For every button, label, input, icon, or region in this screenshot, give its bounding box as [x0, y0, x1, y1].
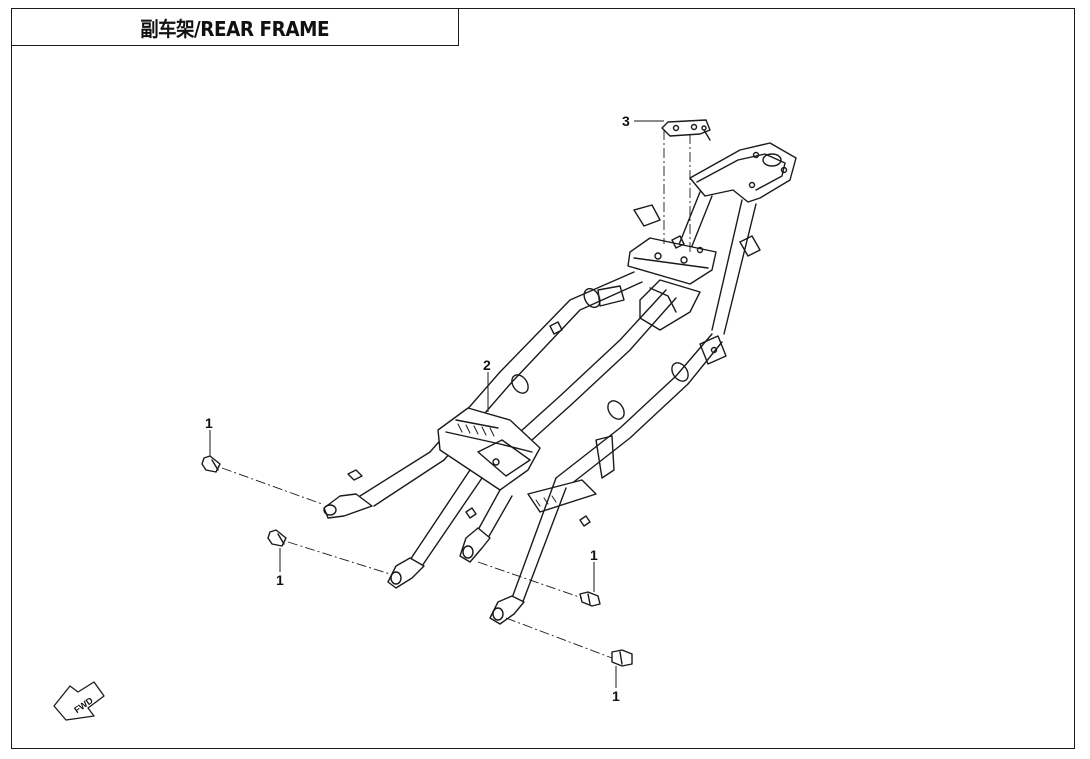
- title-box: 副车架/REAR FRAME: [11, 8, 459, 46]
- leader-lines: [209, 120, 664, 688]
- callout-1-bolt-a: 1: [205, 415, 213, 431]
- bolt-1b: [267, 529, 287, 547]
- fwd-arrow-icon: FWD: [53, 681, 105, 721]
- bolt-1d: [611, 649, 633, 667]
- callout-2-frame: 2: [483, 357, 491, 373]
- bolt-1a: [201, 455, 221, 473]
- page-title: 副车架/REAR FRAME: [140, 16, 330, 41]
- bracket-part-3: [661, 119, 711, 141]
- callout-1-bolt-c: 1: [590, 547, 598, 563]
- callout-1-bolt-b: 1: [276, 572, 284, 588]
- callout-3-bracket: 3: [622, 113, 630, 129]
- rear-frame: [323, 142, 797, 625]
- callout-1-bolt-d: 1: [612, 688, 620, 704]
- page-border: [11, 8, 1075, 749]
- assembly-lines: [221, 130, 691, 659]
- bolt-1c: [579, 591, 601, 607]
